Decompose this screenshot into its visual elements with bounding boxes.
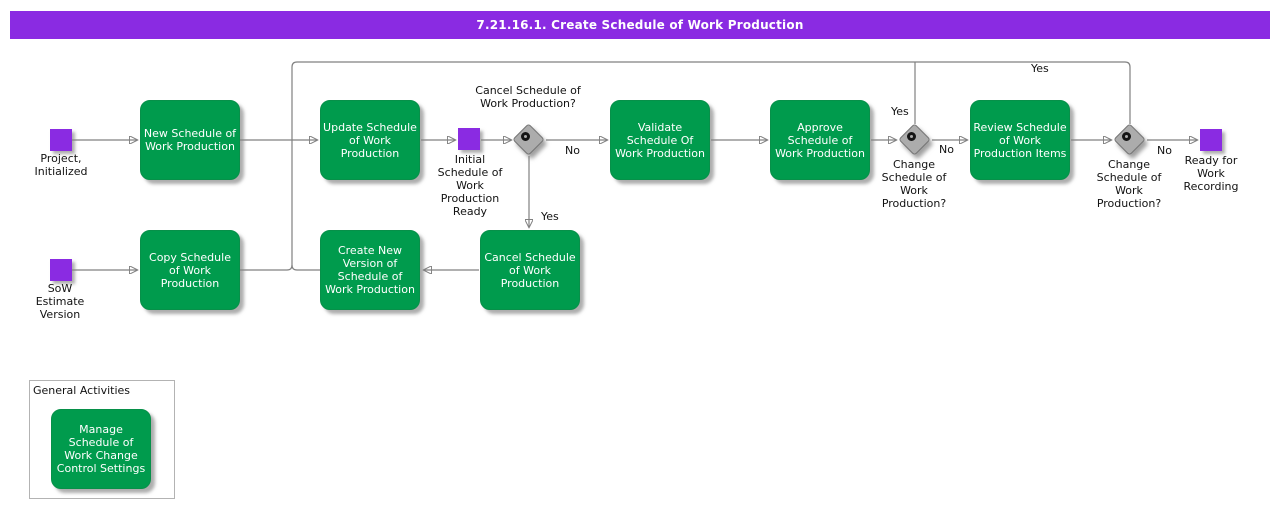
activity-validate-schedule-label: Validate Schedule Of Work Production — [615, 120, 705, 160]
activity-create-new-version-label: Create New Version of Schedule of Work P… — [325, 244, 415, 296]
page-title: 7.21.16.1. Create Schedule of Work Produ… — [476, 18, 804, 32]
general-activities-title: General Activities — [33, 384, 131, 397]
edge-label-no-3: No — [1157, 144, 1172, 157]
event-initial-schedule-ready — [458, 128, 480, 150]
gateway-change-schedule-2-label: Change Schedule of Work Production? — [1096, 158, 1162, 210]
gateway-circle-icon — [521, 132, 530, 141]
edge-label-no-1: No — [565, 144, 580, 157]
activity-approve-schedule-label: Approve Schedule of Work Production — [775, 120, 865, 160]
activity-cancel-schedule-label: Cancel Schedule of Work Production — [484, 250, 576, 290]
gateway-change-schedule-1 — [898, 123, 931, 156]
activity-update-schedule-label: Update Schedule of Work Production — [323, 120, 417, 160]
event-initial-schedule-ready-label: Initial Schedule of Work Production Read… — [437, 153, 503, 218]
gateway-circle-icon — [1122, 132, 1131, 141]
activity-approve-schedule[interactable]: Approve Schedule of Work Production — [770, 100, 870, 180]
activity-validate-schedule[interactable]: Validate Schedule Of Work Production — [610, 100, 710, 180]
gateway-change-schedule-2 — [1113, 123, 1146, 156]
edge-label-yes-2: Yes — [891, 105, 909, 118]
activity-cancel-schedule[interactable]: Cancel Schedule of Work Production — [480, 230, 580, 310]
activity-review-items[interactable]: Review Schedule of Work Production Items — [970, 100, 1070, 180]
gateway-cancel-schedule — [512, 123, 545, 156]
activity-copy-schedule-label: Copy Schedule of Work Production — [149, 250, 231, 290]
activity-update-schedule[interactable]: Update Schedule of Work Production — [320, 100, 420, 180]
activity-new-schedule-label: New Schedule of Work Production — [143, 127, 237, 153]
feedback-lines — [240, 61, 1131, 271]
gateway-change-schedule-1-label: Change Schedule of Work Production? — [881, 158, 947, 210]
activity-create-new-version[interactable]: Create New Version of Schedule of Work P… — [320, 230, 420, 310]
event-project-initialized-label: Project, Initialized — [34, 152, 88, 178]
event-sow-estimate-version-label: SoW Estimate Version — [35, 282, 85, 321]
event-ready-for-work-recording — [1200, 129, 1222, 151]
activity-copy-schedule[interactable]: Copy Schedule of Work Production — [140, 230, 240, 310]
event-ready-for-work-recording-label: Ready for Work Recording — [1183, 154, 1239, 193]
edge-label-yes-3: Yes — [1031, 62, 1049, 75]
event-project-initialized — [50, 129, 72, 151]
gateway-cancel-schedule-label: Cancel Schedule of Work Production? — [475, 84, 581, 110]
title-banner: 7.21.16.1. Create Schedule of Work Produ… — [10, 11, 1270, 39]
edge-label-yes-1: Yes — [541, 210, 559, 223]
activity-manage-change-control[interactable]: Manage Schedule of Work Change Control S… — [51, 409, 151, 489]
activity-new-schedule[interactable]: New Schedule of Work Production — [140, 100, 240, 180]
flow-arrows — [72, 140, 1197, 270]
edge-label-no-2: No — [939, 143, 954, 156]
activity-manage-change-control-label: Manage Schedule of Work Change Control S… — [56, 423, 146, 475]
gateway-circle-icon — [907, 132, 916, 141]
general-activities-section: General Activities Manage Schedule of Wo… — [29, 380, 175, 499]
activity-review-items-label: Review Schedule of Work Production Items — [973, 120, 1067, 160]
event-sow-estimate-version — [50, 259, 72, 281]
